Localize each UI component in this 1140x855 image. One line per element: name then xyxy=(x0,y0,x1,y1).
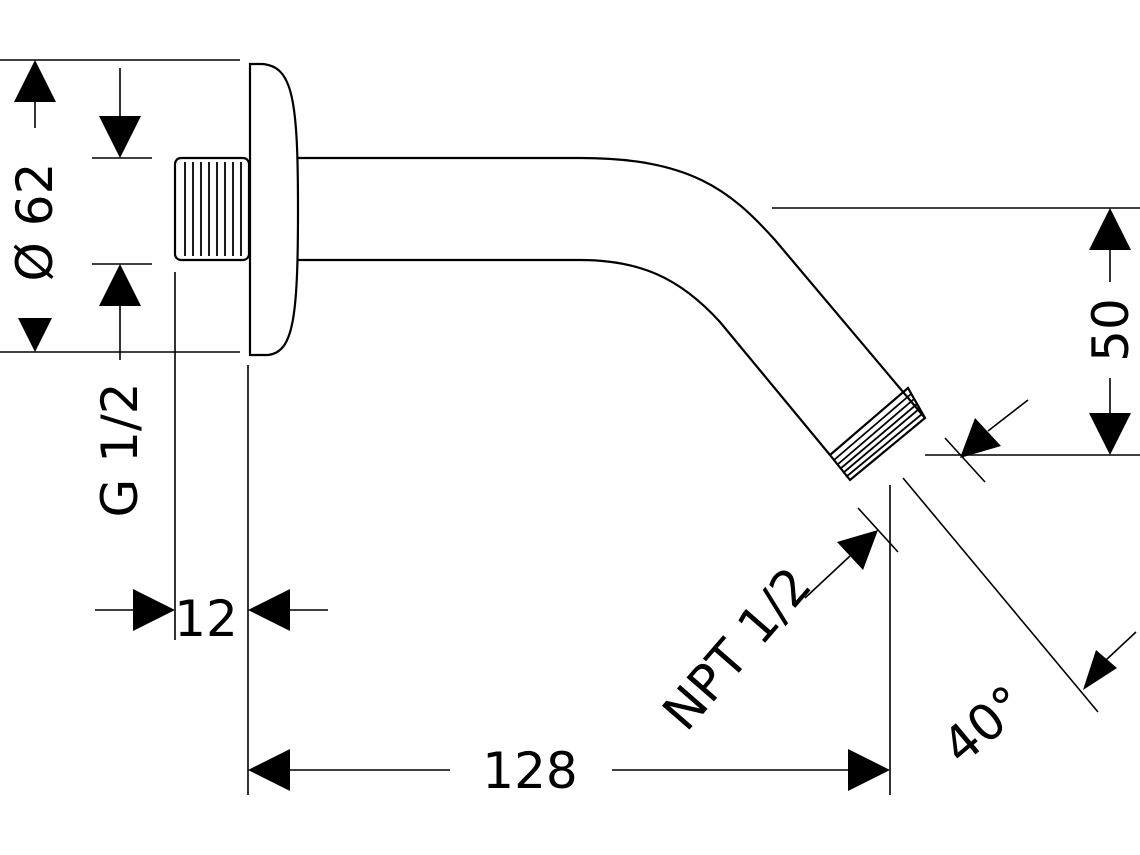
arrow-down-icon xyxy=(1089,413,1131,455)
arrow-up-icon xyxy=(1089,208,1131,250)
extension-lines xyxy=(0,59,1140,795)
arrow-up-icon xyxy=(14,60,56,102)
dimension-inlet-thread: G 1/2 xyxy=(91,68,149,518)
dimension-projection: 128 xyxy=(248,742,890,800)
inlet-thread-stub xyxy=(173,156,251,262)
arm-tube-bottom xyxy=(298,258,831,456)
flange-diameter-label: Ø 62 xyxy=(6,163,64,282)
shower-arm-part xyxy=(173,62,927,482)
inlet-length-label: 12 xyxy=(174,590,238,648)
dimension-drop: 50 xyxy=(1082,208,1140,455)
dimension-angle: 40° xyxy=(931,631,1137,776)
arrow-icon xyxy=(837,530,878,570)
arrow-up-icon xyxy=(99,264,141,306)
angle-label: 40° xyxy=(931,674,1036,775)
drop-label: 50 xyxy=(1082,298,1140,362)
arrow-right-icon xyxy=(848,749,890,791)
arrow-down-icon xyxy=(14,310,56,352)
wall-flange xyxy=(248,62,300,357)
arrow-down-icon xyxy=(99,116,141,158)
arrow-left-icon xyxy=(248,749,290,791)
dimension-outlet-thread: NPT 1/2 xyxy=(651,399,1029,741)
inlet-thread-label: G 1/2 xyxy=(91,382,149,517)
arrow-right-icon xyxy=(133,589,175,631)
outlet-thread-label: NPT 1/2 xyxy=(651,556,822,741)
arrow-left-icon xyxy=(248,589,290,631)
dimension-flange-diameter: Ø 62 xyxy=(6,60,64,352)
arrow-icon xyxy=(1083,650,1117,690)
outlet-thread-lines xyxy=(833,393,923,478)
inlet-thread-lines xyxy=(184,162,242,256)
dimension-inlet-length: 12 xyxy=(95,589,328,648)
arrow-icon xyxy=(960,418,1001,458)
projection-label: 128 xyxy=(482,742,577,800)
arm-tube-top xyxy=(298,156,926,419)
